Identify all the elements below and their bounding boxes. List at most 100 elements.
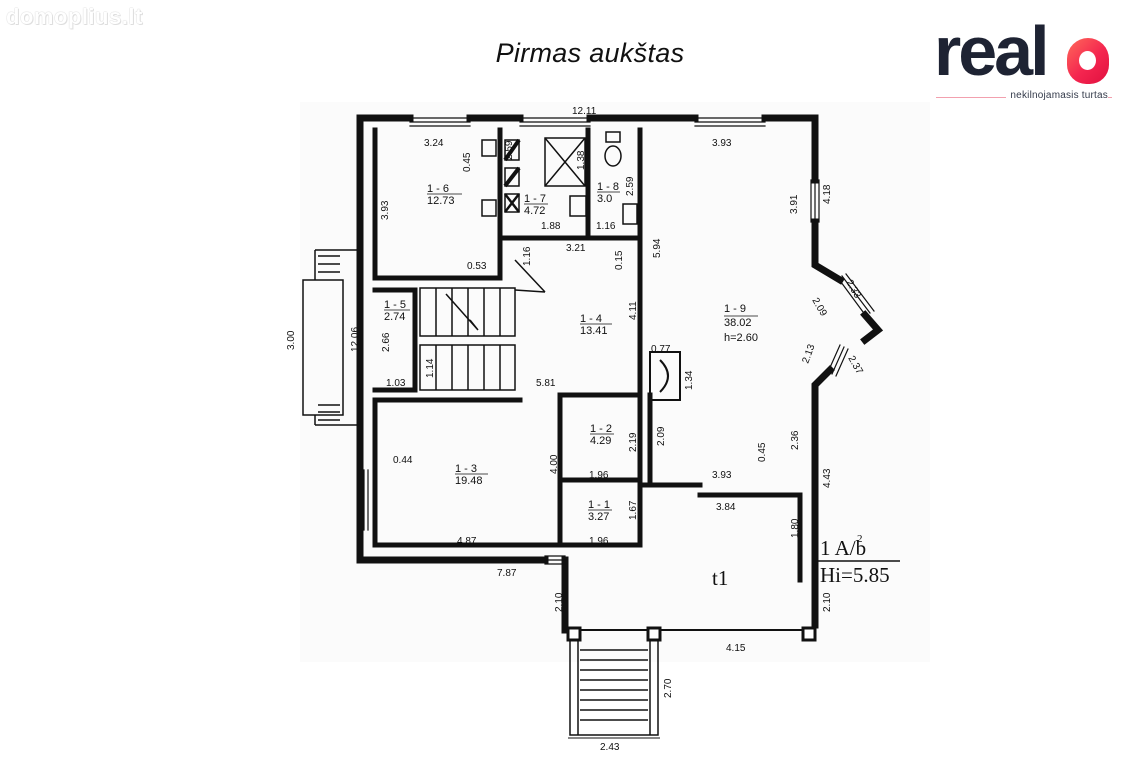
dim-321: 3.21 — [566, 243, 586, 254]
dim-138: 1.38 — [576, 150, 587, 170]
logo-tagline: nekilnojamasis turtas — [1006, 90, 1108, 101]
building-height: Hi=5.85 — [820, 563, 890, 587]
room-1-6-area: 12.73 — [427, 195, 455, 207]
window-west — [363, 469, 369, 531]
room-1-4-area: 13.41 — [580, 325, 608, 337]
room-1-9-height: h=2.60 — [724, 332, 758, 344]
wall-1-1-east — [562, 392, 643, 548]
room-1-8-id: 1 - 8 — [597, 181, 619, 193]
room-labels: 1 - 6 12.73 1 - 7 4.72 1 - 8 3.0 1 - 4 1… — [384, 181, 758, 590]
room-1-3-area: 19.48 — [455, 475, 483, 487]
dim-210a: 2.10 — [554, 592, 565, 612]
dim-393v: 3.93 — [380, 200, 391, 220]
dim-266: 2.66 — [381, 332, 392, 352]
wall-north-d — [761, 114, 819, 184]
window-north-1 — [409, 117, 471, 127]
dim-393a: 3.93 — [712, 138, 732, 149]
dim-103: 1.03 — [386, 378, 406, 389]
room-1-3-id: 1 - 3 — [455, 463, 477, 475]
logo-letter-a-icon — [1067, 38, 1109, 84]
wall-west-south — [356, 114, 549, 564]
room-1-8-area: 3.0 — [597, 193, 612, 205]
exterior-stairs — [566, 626, 817, 739]
building-code-label: 1 A/b — [820, 536, 866, 560]
dim-196a: 1.96 — [589, 470, 609, 481]
window-north-2 — [519, 117, 591, 127]
window-bay-2 — [827, 344, 849, 377]
building-code-superscript: 2 — [857, 533, 863, 545]
dim-391: 3.91 — [789, 194, 800, 214]
dim-259a: 2.59 — [504, 140, 515, 160]
shower-icon — [544, 137, 586, 187]
wall-east-b — [811, 365, 835, 629]
window-east-1 — [810, 179, 820, 223]
dim-270: 2.70 — [663, 678, 674, 698]
dim-594: 5.94 — [652, 238, 663, 258]
room-1-5-id: 1 - 5 — [384, 299, 406, 311]
wall-east-a — [811, 218, 845, 285]
dim-411: 4.11 — [628, 301, 639, 320]
room-1-9-area: 38.02 — [724, 317, 752, 329]
building-code: 1 A/b 2 Hi=5.85 — [818, 533, 900, 587]
bathroom-fixtures — [481, 131, 638, 225]
dim-116a: 1.16 — [522, 246, 533, 266]
room-1-9-id: 1 - 9 — [724, 303, 746, 315]
dim-259b: 2.59 — [625, 176, 636, 196]
dim-210b: 2.10 — [822, 592, 833, 612]
dim-180: 1.80 — [790, 518, 801, 538]
dim-077: 0.77 — [651, 344, 671, 355]
dim-134: 1.34 — [684, 370, 695, 390]
brand-logo: real nekilnojamasis turtas — [934, 16, 1114, 108]
dim-top-total: 12.11 — [572, 106, 597, 117]
dim-045b: 0.45 — [757, 442, 768, 462]
room-1-6-id: 1 - 6 — [427, 183, 449, 195]
dim-167: 1.67 — [628, 500, 639, 520]
dim-487: 4.87 — [457, 536, 477, 547]
window-bay-1 — [837, 273, 875, 317]
dim-581: 5.81 — [536, 378, 556, 389]
west-balcony — [302, 249, 360, 426]
dim-236: 2.36 — [790, 430, 801, 450]
walls — [356, 114, 884, 634]
dim-1206: 12.06 — [350, 327, 361, 352]
toilet-icon — [604, 145, 622, 167]
dim-045a: 0.45 — [462, 152, 473, 172]
interior-stairs — [419, 259, 546, 391]
window-north-3 — [694, 117, 766, 127]
dim-196b: 1.96 — [589, 536, 609, 547]
wall-room-1-5 — [372, 287, 418, 393]
dim-443: 4.43 — [822, 468, 833, 488]
fixture-1-icon — [504, 139, 520, 161]
dim-400: 4.00 — [549, 454, 560, 474]
room-1-1-id: 1 - 1 — [588, 499, 610, 511]
dim-324: 3.24 — [424, 138, 444, 149]
room-1-4-id: 1 - 4 — [580, 313, 602, 325]
dim-300: 3.00 — [286, 330, 297, 350]
dim-219: 2.19 — [628, 432, 639, 452]
window-south — [544, 555, 566, 565]
dim-044: 0.44 — [393, 455, 413, 466]
dim-116b: 1.16 — [596, 221, 616, 232]
page-title: Pirmas aukštas — [495, 38, 685, 68]
scan-background — [300, 102, 930, 662]
room-1-7-area: 4.72 — [524, 205, 545, 217]
dim-015: 0.15 — [614, 250, 625, 270]
dim-114: 1.14 — [425, 358, 436, 378]
wall-bay-tip — [860, 310, 884, 345]
dim-053: 0.53 — [467, 261, 487, 272]
room-1-2-area: 4.29 — [590, 435, 611, 447]
wall-room-1-6 — [372, 127, 503, 281]
dim-384: 3.84 — [716, 502, 736, 513]
logo-wordmark: real — [934, 12, 1050, 90]
dim-415: 4.15 — [726, 643, 746, 654]
dim-188: 1.88 — [541, 221, 561, 232]
watermark: domoplius.lt — [6, 4, 143, 29]
sink-icon — [569, 195, 587, 217]
terrace-label: t1 — [712, 566, 728, 590]
dim-418: 4.18 — [822, 184, 833, 204]
dim-243: 2.43 — [600, 742, 620, 753]
room-1-5-area: 2.74 — [384, 311, 405, 323]
room-1-1-area: 3.27 — [588, 511, 609, 523]
dim-209b: 2.09 — [656, 426, 667, 446]
